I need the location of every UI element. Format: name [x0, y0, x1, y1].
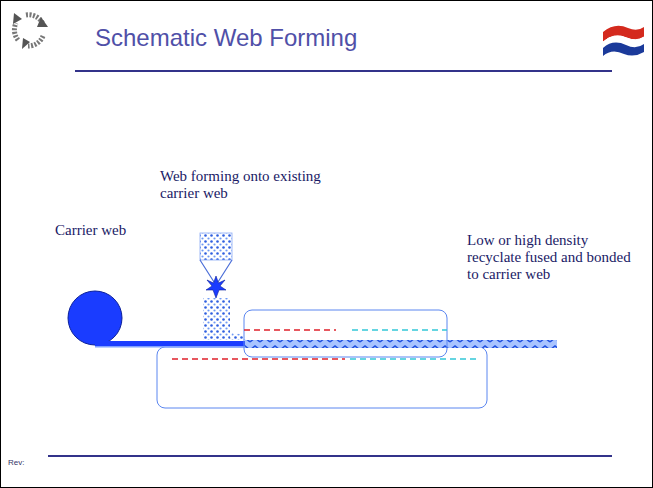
falling-fibres	[203, 298, 230, 340]
carrier-roll	[68, 291, 122, 345]
cooling-zone	[350, 358, 476, 360]
heating-zone	[244, 329, 336, 331]
forming-rotor	[206, 276, 226, 298]
hopper	[200, 233, 232, 260]
carrier-label: Carrier web	[55, 222, 175, 239]
recycle-arrow	[14, 23, 18, 40]
arrowhead	[22, 38, 30, 49]
recycle-arrowheads	[13, 13, 48, 49]
upper-belt	[244, 310, 447, 357]
heating-zone	[172, 358, 345, 360]
arrowhead	[13, 13, 22, 24]
recycle-arrow	[28, 36, 43, 46]
lower-belt	[157, 347, 487, 408]
product-note: Low or high density recyclate fused and …	[467, 232, 645, 283]
bonded-web	[245, 340, 557, 348]
flag-blue	[603, 43, 644, 56]
carrier-web	[95, 341, 247, 346]
forming-note: Web forming onto existing carrier web	[160, 168, 360, 202]
cooling-zone	[352, 329, 447, 331]
revision-label: Rev:	[8, 458, 48, 467]
footer-rule	[48, 455, 612, 457]
arrowhead	[37, 17, 48, 27]
flag-logo	[603, 26, 644, 56]
title-rule	[75, 70, 612, 72]
slide-title: Schematic Web Forming	[95, 24, 357, 52]
carrier-web-edge	[95, 346, 247, 348]
